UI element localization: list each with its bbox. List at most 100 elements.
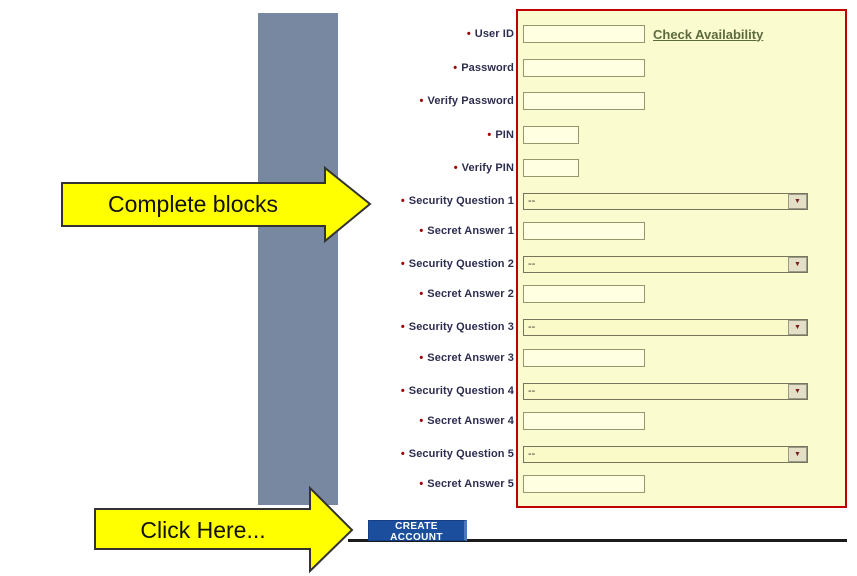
required-bullet-icon: • — [419, 478, 424, 490]
chevron-down-icon: ▼ — [794, 323, 801, 331]
verify-pin-input[interactable] — [523, 159, 579, 177]
secret-answer-3-input[interactable] — [523, 349, 645, 367]
verify-password-input[interactable] — [523, 92, 645, 110]
secret-answer-5-input[interactable] — [523, 475, 645, 493]
secret-answer-2-label: •Secret Answer 2 — [0, 288, 514, 300]
complete-blocks-arrow: Complete blocks — [61, 165, 372, 244]
required-bullet-icon: • — [419, 415, 424, 427]
secret-answer-4-input[interactable] — [523, 412, 645, 430]
form-row-verify-password: •Verify Password — [0, 91, 645, 111]
form-row-security-question-4: •Security Question 4 -- ▼ — [0, 381, 808, 401]
required-bullet-icon: • — [400, 195, 405, 207]
security-question-1-value: -- — [528, 195, 536, 207]
form-row-secret-answer-4: •Secret Answer 4 — [0, 411, 645, 431]
form-row-security-question-2: •Security Question 2 -- ▼ — [0, 254, 808, 274]
security-question-4-label-text: Security Question 4 — [408, 385, 514, 397]
security-question-5-label: •Security Question 5 — [0, 448, 514, 460]
form-row-security-question-5: •Security Question 5 -- ▼ — [0, 444, 808, 464]
dropdown-button[interactable]: ▼ — [788, 256, 807, 272]
required-bullet-icon: • — [419, 288, 424, 300]
decorative-vertical-bar — [258, 13, 338, 505]
complete-blocks-arrow-label: Complete blocks — [108, 191, 278, 217]
required-bullet-icon: • — [453, 62, 458, 74]
form-row-security-question-1: •Security Question 1 -- ▼ — [0, 191, 808, 211]
user-id-label-text: User ID — [474, 28, 514, 40]
security-question-2-label-text: Security Question 2 — [408, 258, 514, 270]
password-label: •Password — [0, 62, 514, 74]
security-question-4-select[interactable]: -- ▼ — [523, 382, 808, 400]
security-question-3-select[interactable]: -- ▼ — [523, 318, 808, 336]
required-bullet-icon: • — [400, 321, 405, 333]
dropdown-button[interactable]: ▼ — [788, 383, 807, 399]
arrow-shape — [61, 165, 372, 244]
password-input[interactable] — [523, 59, 645, 77]
secret-answer-3-label-text: Secret Answer 3 — [427, 352, 514, 364]
required-bullet-icon: • — [400, 385, 405, 397]
click-here-arrow-label: Click Here... — [140, 517, 265, 543]
secret-answer-1-input[interactable] — [523, 222, 645, 240]
pin-input[interactable] — [523, 126, 579, 144]
chevron-down-icon: ▼ — [794, 260, 801, 268]
required-bullet-icon: • — [419, 225, 424, 237]
arrow-shape — [94, 485, 354, 574]
check-availability-link[interactable]: Check Availability — [653, 26, 764, 42]
required-bullet-icon: • — [400, 258, 405, 270]
security-question-3-value: -- — [528, 321, 536, 333]
security-question-1-label-text: Security Question 1 — [408, 195, 514, 207]
pin-label-text: PIN — [495, 129, 514, 141]
verify-pin-label: •Verify PIN — [0, 162, 514, 174]
security-question-1-select[interactable]: -- ▼ — [523, 192, 808, 210]
security-question-2-select[interactable]: -- ▼ — [523, 255, 808, 273]
required-bullet-icon: • — [419, 352, 424, 364]
security-question-5-select[interactable]: -- ▼ — [523, 445, 808, 463]
security-question-3-label: •Security Question 3 — [0, 321, 514, 333]
user-id-label: •User ID — [0, 28, 514, 40]
required-bullet-icon: • — [487, 129, 492, 141]
chevron-down-icon: ▼ — [794, 197, 801, 205]
secret-answer-2-label-text: Secret Answer 2 — [427, 288, 514, 300]
security-question-5-value: -- — [528, 448, 536, 460]
required-bullet-icon: • — [453, 162, 458, 174]
secret-answer-5-label: •Secret Answer 5 — [0, 478, 514, 490]
secret-answer-1-label: •Secret Answer 1 — [0, 225, 514, 237]
form-row-secret-answer-1: •Secret Answer 1 — [0, 221, 645, 241]
required-bullet-icon: • — [400, 448, 405, 460]
create-account-button[interactable]: CREATE ACCOUNT — [368, 520, 467, 543]
required-bullet-icon: • — [419, 95, 424, 107]
verify-password-label: •Verify Password — [0, 95, 514, 107]
chevron-down-icon: ▼ — [794, 387, 801, 395]
pin-label: •PIN — [0, 129, 514, 141]
secret-answer-4-label: •Secret Answer 4 — [0, 415, 514, 427]
form-row-security-question-3: •Security Question 3 -- ▼ — [0, 317, 808, 337]
password-label-text: Password — [461, 62, 514, 74]
form-row-secret-answer-5: •Secret Answer 5 — [0, 474, 645, 494]
dropdown-button[interactable]: ▼ — [788, 319, 807, 335]
verify-password-label-text: Verify Password — [427, 95, 514, 107]
secret-answer-2-input[interactable] — [523, 285, 645, 303]
security-question-1-label: •Security Question 1 — [0, 195, 514, 207]
dropdown-button[interactable]: ▼ — [788, 446, 807, 462]
verify-pin-label-text: Verify PIN — [461, 162, 514, 174]
security-question-5-label-text: Security Question 5 — [408, 448, 514, 460]
click-here-arrow: Click Here... — [94, 485, 354, 574]
divider-line — [348, 539, 847, 542]
security-question-2-label: •Security Question 2 — [0, 258, 514, 270]
secret-answer-4-label-text: Secret Answer 4 — [427, 415, 514, 427]
form-row-password: •Password — [0, 58, 645, 78]
form-row-verify-pin: •Verify PIN — [0, 158, 579, 178]
secret-answer-3-label: •Secret Answer 3 — [0, 352, 514, 364]
secret-answer-5-label-text: Secret Answer 5 — [427, 478, 514, 490]
dropdown-button[interactable]: ▼ — [788, 193, 807, 209]
user-id-input[interactable] — [523, 25, 645, 43]
form-row-pin: •PIN — [0, 125, 579, 145]
form-row-user-id: •User ID Check Availability — [0, 24, 763, 44]
required-bullet-icon: • — [466, 28, 471, 40]
chevron-down-icon: ▼ — [794, 450, 801, 458]
form-row-secret-answer-2: •Secret Answer 2 — [0, 284, 645, 304]
security-question-4-label: •Security Question 4 — [0, 385, 514, 397]
form-row-secret-answer-3: •Secret Answer 3 — [0, 348, 645, 368]
security-question-4-value: -- — [528, 385, 536, 397]
security-question-3-label-text: Security Question 3 — [408, 321, 514, 333]
secret-answer-1-label-text: Secret Answer 1 — [427, 225, 514, 237]
